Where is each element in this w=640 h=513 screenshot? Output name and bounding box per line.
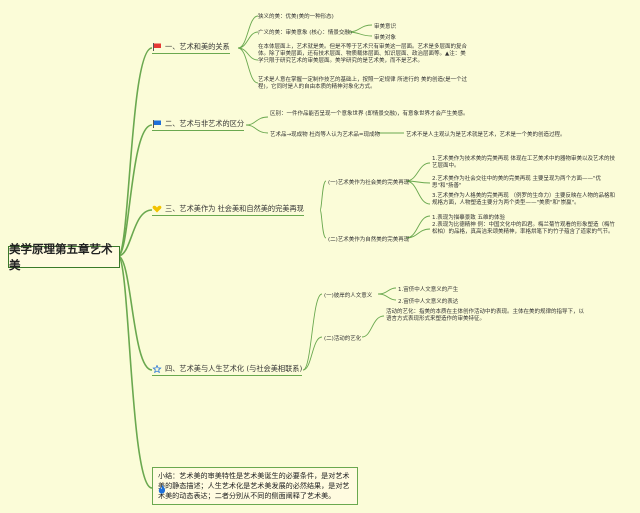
topic3-note-character: 3.艺术美作为人格美的完美再现 （例罗的生命力）主要反映在人物的品格和规格方面，… xyxy=(432,193,615,206)
topic4-child-express: 2.宙侪中人文意义的表达 xyxy=(398,299,459,305)
topic3-item-social-beauty: (一)艺术美作为社会美的完美再现 xyxy=(328,180,410,186)
topic1-child-aesthetic-object: 审美对象 xyxy=(374,35,397,41)
summary-box[interactable]: 小结：艺术美的审美特性是艺术美诞生的必要条件，是对艺术美的静态描述；人生艺术化是… xyxy=(152,467,358,505)
topic-art-vs-nonart[interactable]: 二、艺术与非艺术的区分 xyxy=(152,119,245,131)
topic3-note-technical: 1.艺术美作为技术美的完美再现 体现在工艺美术中的器物审美以及艺术的技艺层面中。 xyxy=(432,156,615,169)
topic3-note-virtue: 2.表现为比德精神 例：中国文化中的四君。梅兰菊竹观看的形象塑造（梅竹松柏）的品… xyxy=(432,222,615,235)
topic4-child-produce: 1.宙侪中人文意义的产生 xyxy=(398,287,459,293)
topic4-item-activity: (二)活动的艺化 xyxy=(324,336,362,342)
flame-icon xyxy=(158,484,166,494)
topic1-item-narrow-beauty: 狭义的美：优美(美的一种形态) xyxy=(258,14,334,20)
topic1-child-aesthetic-consciousness: 审美意识 xyxy=(374,24,397,30)
topic3-note-scenery: 1.表现为描摹景致 五维的体验 xyxy=(432,215,505,221)
summary-text: 小结：艺术美的审美特性是艺术美诞生的必要条件，是对艺术美的静态描述；人生艺术化是… xyxy=(158,471,350,500)
flag-red-icon xyxy=(153,43,161,51)
topic3-item-natural-beauty: (二)艺术美作为自然美的完美再现 xyxy=(328,237,410,243)
flag-blue-icon xyxy=(153,120,161,128)
topic-art-and-life[interactable]: 四、艺术美与人生艺术化 (与社会美相联系) xyxy=(152,364,303,376)
star-blue-icon xyxy=(152,365,162,373)
topic2-aside: 艺术不是人主观认为是艺术就是艺术，艺术是一个美的创造过程。 xyxy=(406,132,566,138)
topic2-note-difference: 区别：一件作品能否呈现一个意象世界 (即情景交融)，有意象世界才会产生美感。 xyxy=(270,111,469,117)
topic-art-as-social-natural-beauty[interactable]: 三、艺术美作为 社会美和自然美的完美再现 xyxy=(152,204,304,216)
heart-yellow-icon xyxy=(152,205,162,213)
topic3-note-social: 2.艺术美作为社会交往中的美的完美再现 主要呈现为两个方面——"优思"和"扬善" xyxy=(432,176,602,189)
topic1-note-ontology: 在本体层面上，艺术就是美。但是不等于艺术只有审美这一层面。艺术是多层面的复合体。… xyxy=(258,44,468,64)
root-topic[interactable]: 美学原理第五章艺术美 xyxy=(8,242,120,272)
topic4-item-humanistic: (一)彼岸的人文意义 xyxy=(324,293,373,299)
topic2-item-readymade: 艺术品→现成物 杜尚等人认为艺术品=现成物 xyxy=(270,132,380,138)
topic-art-and-beauty[interactable]: 一、艺术和美的关系 xyxy=(152,42,230,54)
topic1-note-definition: 艺术是人意在掌握一定制作技艺的基础上，按照一定规律 所进行的 美的创造(是一个过… xyxy=(258,77,468,90)
topic1-item-broad-beauty: 广义的美：审美意象 (核心：情景交融) xyxy=(258,30,353,36)
root-title: 美学原理第五章艺术美 xyxy=(9,242,113,272)
topic4-note-activity: 活动的艺化：指美的本质在主体创作活动中的表现。主体在美的规律的指导下，以语言方式… xyxy=(386,309,585,322)
